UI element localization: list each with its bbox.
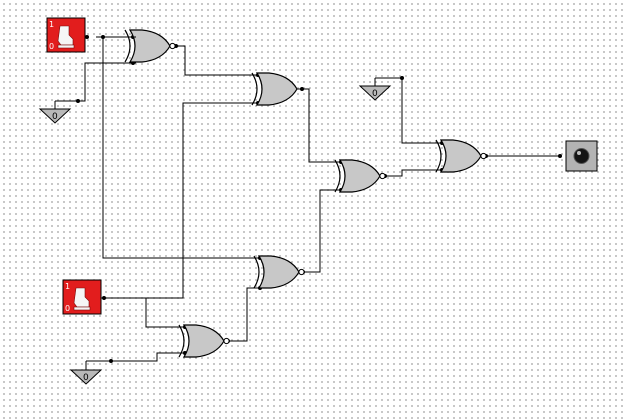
ground-label: 0 [372,89,378,99]
wires [71,36,562,362]
gate-input-arc [334,159,341,193]
gate-input-arc [124,29,131,63]
wire-g3-g4 [385,169,442,177]
wire-junctions [76,35,562,363]
junction-dot [85,35,89,39]
wire-g1-g2 [176,45,258,76]
gate-body [128,29,171,63]
toggle-switch-icon [73,287,91,311]
inverter-bubble [379,172,386,180]
toggle-switch-icon [57,25,75,49]
ground-2[interactable]: 0 [358,77,392,101]
junction-dot [109,359,113,363]
ground-label: 0 [83,373,89,383]
toggle-switch-1[interactable]: 1 0 [46,17,86,53]
wire-ground2-g4 [385,77,442,144]
junction-dot [400,76,404,80]
toggle-switch-2[interactable]: 1 0 [62,279,102,315]
ground-1[interactable]: 0 [38,100,78,124]
wire-g6-g5 [228,287,260,342]
inverter-bubble [480,152,487,160]
gate-input-arc [251,72,258,106]
gate-input-arc [253,255,260,289]
gate-input-arc [178,324,185,358]
gate-input-arc [435,139,442,173]
lamp-icon [573,148,590,164]
switch-low-label: 0 [49,42,54,51]
wire-ground1-g1 [71,62,133,102]
gate-body [338,159,381,193]
switch-high-label: 1 [65,282,70,291]
nor-gate-4[interactable] [435,139,487,173]
nor-gate-3[interactable] [334,159,386,193]
wire-switch2-g2 [101,102,258,299]
switch-high-label: 1 [49,20,54,29]
nor-gate-6[interactable] [178,324,230,358]
wire-switch2-g6 [145,298,185,328]
inverter-bubble [169,42,176,50]
output-lamp[interactable] [565,140,598,172]
wire-ground3-g6 [96,352,185,362]
nor-gate-5[interactable] [253,255,305,289]
or-gate-2[interactable] [251,72,302,106]
inverter-bubble [223,337,230,345]
wire-g2-g3 [302,88,341,163]
gate-body [182,324,225,358]
wire-g5-g3 [303,189,341,273]
junction-dot [101,35,105,39]
junction-dot [102,296,106,300]
gate-body [257,255,300,289]
gate-body [255,72,298,106]
ground-label: 0 [52,112,58,122]
nor-gate-1[interactable] [124,29,176,64]
inverter-bubble [298,268,305,276]
switch-low-label: 0 [65,304,70,313]
gate-body [439,139,482,173]
wire-switch1-down [102,37,260,259]
ground-3[interactable]: 0 [69,360,103,385]
junction-dot [558,154,562,158]
